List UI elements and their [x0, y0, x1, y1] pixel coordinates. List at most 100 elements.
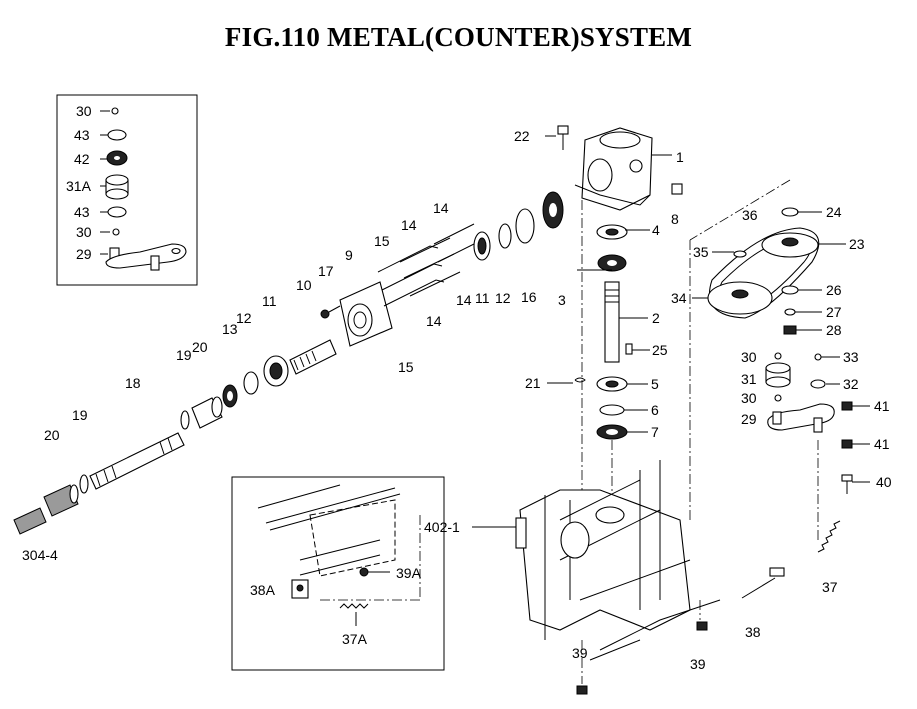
inset-tension-arm-29 — [100, 243, 187, 271]
callout-32: 32 — [843, 376, 859, 392]
bevel-gear-3-vertical — [597, 254, 627, 272]
callout-24: 24 — [826, 204, 842, 220]
callout-inset-43-bottom: 43 — [74, 204, 90, 220]
callout-6: 6 — [651, 402, 659, 418]
callout-14-b: 14 — [401, 217, 417, 233]
bolt-40 — [841, 474, 853, 494]
callout-304-4: 304-4 — [22, 547, 58, 563]
inset-bearing-42 — [100, 150, 128, 166]
bevel-gear-3 — [542, 191, 564, 229]
callout-30-bottom: 30 — [741, 390, 757, 406]
collar-20-right — [191, 396, 223, 429]
callout-labels: 1 2 3 4 5 6 7 8 9 10 11 11 12 12 13 14 1… — [22, 128, 892, 672]
callout-9: 9 — [345, 247, 353, 263]
pin-33 — [814, 353, 822, 361]
inset-snap-ring-30-top — [100, 107, 119, 115]
callout-31: 31 — [741, 371, 757, 387]
callout-29: 29 — [741, 411, 757, 427]
washer-19-right — [180, 410, 190, 430]
callout-27: 27 — [826, 304, 842, 320]
snap-ring-6 — [599, 404, 625, 416]
callout-inset-43-top: 43 — [74, 127, 90, 143]
callout-38A: 38A — [250, 582, 276, 598]
callout-7: 7 — [651, 424, 659, 440]
inset-pulley-arm-detail: 30 43 42 31A 43 30 29 — [56, 94, 198, 286]
callout-17: 17 — [318, 263, 334, 279]
key-25 — [625, 343, 633, 355]
callout-402-1: 402-1 — [424, 519, 460, 535]
washer-19-left — [79, 474, 89, 494]
washer-32 — [810, 379, 826, 389]
input-shaft-10 — [289, 339, 337, 375]
callout-10: 10 — [296, 277, 312, 293]
bearing-7 — [596, 424, 628, 440]
spring-37 — [817, 520, 841, 553]
washer-24 — [781, 207, 799, 217]
vertical-shaft-2 — [604, 281, 620, 363]
callout-inset-30-top: 30 — [76, 103, 92, 119]
callout-39-right: 39 — [690, 656, 706, 672]
counter-shaft-assembly — [13, 191, 564, 535]
callout-41-top: 41 — [874, 398, 890, 414]
pulley-23 — [761, 232, 819, 258]
callout-inset-31A: 31A — [66, 178, 92, 194]
callout-13: 13 — [222, 321, 238, 337]
counter-shaft-18 — [89, 432, 185, 490]
callout-8: 8 — [671, 211, 679, 227]
callout-inset-30-bottom: 30 — [76, 224, 92, 240]
bearing-11-right — [473, 231, 491, 261]
callout-40: 40 — [876, 474, 892, 490]
inset-circlip-43-bottom — [100, 206, 127, 218]
adjust-bolt-38 — [741, 567, 785, 599]
plug-8 — [671, 183, 683, 195]
callout-20-right: 20 — [192, 339, 208, 355]
callout-4: 4 — [652, 222, 660, 238]
main-frame-402-1 — [515, 460, 721, 684]
callout-21: 21 — [525, 375, 541, 391]
leader-lines — [472, 135, 870, 528]
callout-19-right: 19 — [176, 347, 192, 363]
callout-25: 25 — [652, 342, 668, 358]
inset-snap-ring-30-bottom — [100, 228, 120, 236]
bolt-39A — [359, 567, 390, 577]
pulley-34 — [707, 281, 773, 315]
collar-20-left — [43, 484, 79, 517]
callout-15-a: 15 — [374, 233, 390, 249]
callout-19-left: 19 — [72, 407, 88, 423]
washer-35 — [733, 250, 747, 258]
bolt-22 — [557, 125, 569, 150]
bearing-4 — [596, 224, 628, 240]
callout-28: 28 — [826, 322, 842, 338]
spring-37A — [339, 603, 369, 626]
pulley-31 — [765, 362, 791, 388]
snap-ring-30-bottom — [774, 394, 782, 402]
callout-30-top: 30 — [741, 349, 757, 365]
callout-23: 23 — [849, 236, 865, 252]
snap-ring-30-top — [774, 352, 782, 360]
bearing-11-left — [263, 355, 289, 387]
washer-27 — [784, 308, 796, 316]
callout-inset-42: 42 — [74, 151, 90, 167]
callout-35: 35 — [693, 244, 709, 260]
callout-2: 2 — [652, 310, 660, 326]
callout-inset-29: 29 — [76, 246, 92, 262]
callout-16: 16 — [521, 289, 537, 305]
snap-ring-12-left — [243, 371, 259, 395]
callout-33: 33 — [843, 349, 859, 365]
callout-26: 26 — [826, 282, 842, 298]
callout-37: 37 — [822, 579, 838, 595]
figure-title: FIG.110 METAL(COUNTER)SYSTEM — [224, 22, 693, 52]
snap-ring-12-right — [498, 223, 512, 249]
callout-5: 5 — [651, 376, 659, 392]
callout-15-b: 15 — [398, 359, 414, 375]
bearing-5 — [596, 376, 628, 392]
bolt-17 — [320, 305, 341, 319]
inset-frame-spring-detail: 38A 39A 37A — [231, 476, 445, 671]
callout-39-left: 39 — [572, 645, 588, 661]
callout-37A: 37A — [342, 631, 368, 647]
callout-14-c: 14 — [426, 313, 442, 329]
callout-39A: 39A — [396, 565, 422, 581]
ring-16 — [515, 208, 535, 244]
callout-22: 22 — [514, 128, 530, 144]
